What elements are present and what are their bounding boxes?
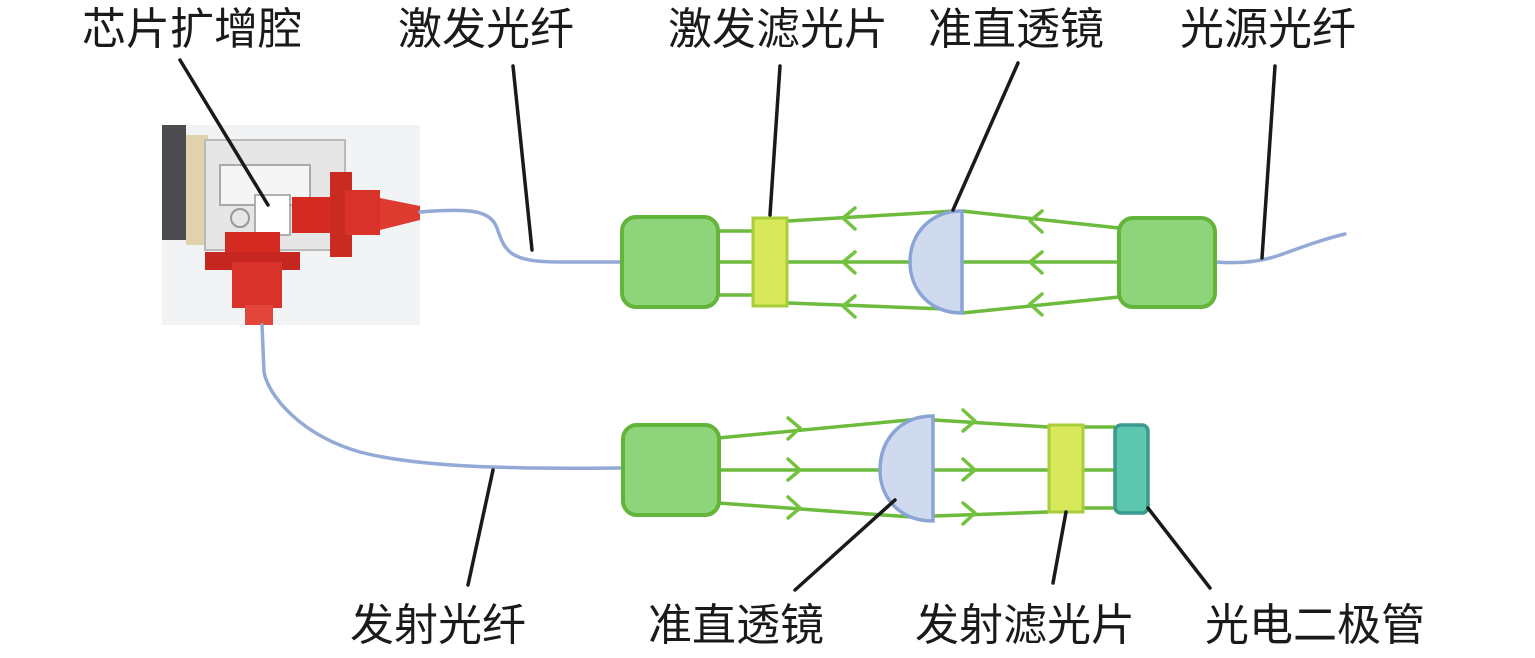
arrow-right-icon bbox=[786, 495, 802, 520]
arrow-right-icon bbox=[786, 457, 802, 482]
chip-screw bbox=[230, 208, 250, 228]
label-excitation-fiber: 激发光纤 bbox=[398, 4, 574, 55]
arrow-left-icon bbox=[841, 250, 857, 275]
arrow-left-icon bbox=[1028, 292, 1044, 317]
excitation-path bbox=[620, 206, 1217, 319]
label-collimating-lens-top: 准直透镜 bbox=[928, 4, 1104, 55]
collimating-lens-top bbox=[908, 209, 964, 315]
emission-fiber-line bbox=[260, 323, 624, 471]
arrow-right-icon bbox=[961, 408, 977, 433]
label-emission-fiber: 发射光纤 bbox=[350, 600, 526, 651]
source-fiber-line bbox=[1214, 232, 1347, 265]
arrow-left-icon bbox=[841, 294, 857, 319]
beam-line bbox=[933, 418, 1049, 429]
arrow-right-icon bbox=[961, 501, 977, 526]
leader-emission-filter bbox=[1051, 510, 1068, 585]
collimating-lens-bottom bbox=[878, 414, 935, 523]
beam-line bbox=[717, 416, 931, 440]
beam-line bbox=[961, 209, 1120, 230]
leader-collimating-lens-top bbox=[951, 61, 1020, 212]
arrow-right-icon bbox=[786, 416, 802, 441]
label-chip-chamber: 芯片扩增腔 bbox=[82, 4, 302, 55]
excitation-fiber-line bbox=[418, 208, 624, 264]
emission-path bbox=[621, 408, 1150, 526]
beam-line bbox=[787, 301, 946, 311]
beam-line bbox=[933, 510, 1049, 518]
arrow-left-icon bbox=[1028, 209, 1044, 234]
leader-excitation-fiber bbox=[511, 64, 534, 252]
chip-right-connector bbox=[292, 172, 420, 257]
label-emission-filter: 发射滤光片 bbox=[915, 600, 1135, 651]
beam-line bbox=[961, 295, 1120, 315]
leader-chip-chamber bbox=[178, 58, 270, 207]
label-collimating-lens-bottom: 准直透镜 bbox=[648, 600, 824, 651]
source-fiber-coupler bbox=[1117, 216, 1217, 309]
leader-excitation-filter bbox=[768, 64, 782, 217]
label-excitation-filter: 激发滤光片 bbox=[668, 4, 888, 55]
chip-cavity bbox=[254, 194, 291, 236]
photodiode bbox=[1113, 423, 1150, 515]
leader-photodiode bbox=[1146, 506, 1212, 590]
chip-bottom-connector bbox=[205, 232, 300, 325]
label-source-fiber: 光源光纤 bbox=[1180, 4, 1356, 55]
arrow-left-icon bbox=[1028, 250, 1044, 275]
arrow-left-icon bbox=[841, 206, 857, 231]
emission-fiber-coupler bbox=[621, 423, 721, 517]
beam-line bbox=[787, 209, 956, 223]
beam-line bbox=[717, 501, 926, 520]
leader-source-fiber bbox=[1260, 64, 1277, 260]
excitation-fiber-coupler bbox=[620, 215, 720, 309]
label-photodiode: 光电二极管 bbox=[1205, 600, 1425, 651]
arrow-right-icon bbox=[961, 457, 977, 482]
emission-filter bbox=[1047, 423, 1085, 514]
leader-collimating-lens-bottom bbox=[793, 498, 897, 592]
leader-emission-fiber bbox=[466, 468, 495, 587]
excitation-filter bbox=[751, 216, 789, 308]
chip-frame-edge bbox=[186, 135, 208, 245]
chip-amplification-chamber bbox=[162, 125, 420, 325]
chip-dark-side bbox=[162, 125, 186, 240]
